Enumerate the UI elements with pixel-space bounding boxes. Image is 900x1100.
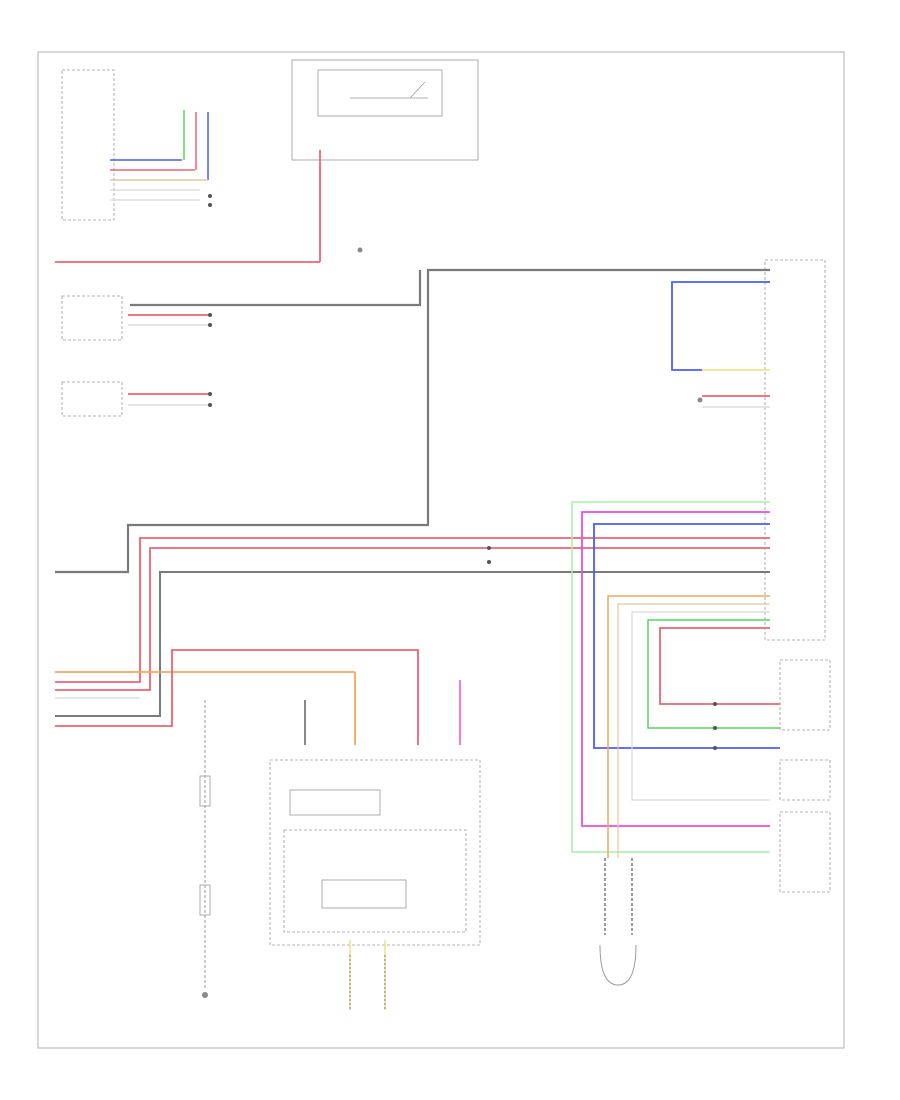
wire-black-main bbox=[130, 270, 422, 307]
climate-control-seat bbox=[61, 69, 115, 221]
passenger-seatbelt bbox=[779, 659, 831, 731]
wire-red-bus-2 bbox=[55, 547, 770, 691]
ground-bottom bbox=[202, 992, 208, 998]
right-seatbelt bbox=[779, 759, 831, 801]
wire-blue-srs bbox=[671, 281, 770, 371]
diagram-frame bbox=[37, 51, 845, 1049]
left-seat-heater bbox=[199, 700, 211, 990]
top-fuse-block bbox=[291, 59, 479, 161]
wire-red-bus bbox=[55, 537, 770, 683]
steering-coil bbox=[599, 858, 637, 986]
pretensioner-module bbox=[269, 759, 481, 946]
wire-black-long bbox=[55, 268, 770, 574]
ground-left-kick bbox=[357, 247, 363, 253]
splice-points bbox=[208, 194, 717, 750]
ground-right bbox=[697, 397, 703, 403]
wire-black-bus bbox=[55, 571, 770, 717]
occupant-sensor bbox=[61, 295, 123, 341]
cushion-sensor bbox=[61, 381, 123, 417]
srs-control-module bbox=[764, 259, 826, 641]
passenger-airbag bbox=[779, 811, 831, 893]
